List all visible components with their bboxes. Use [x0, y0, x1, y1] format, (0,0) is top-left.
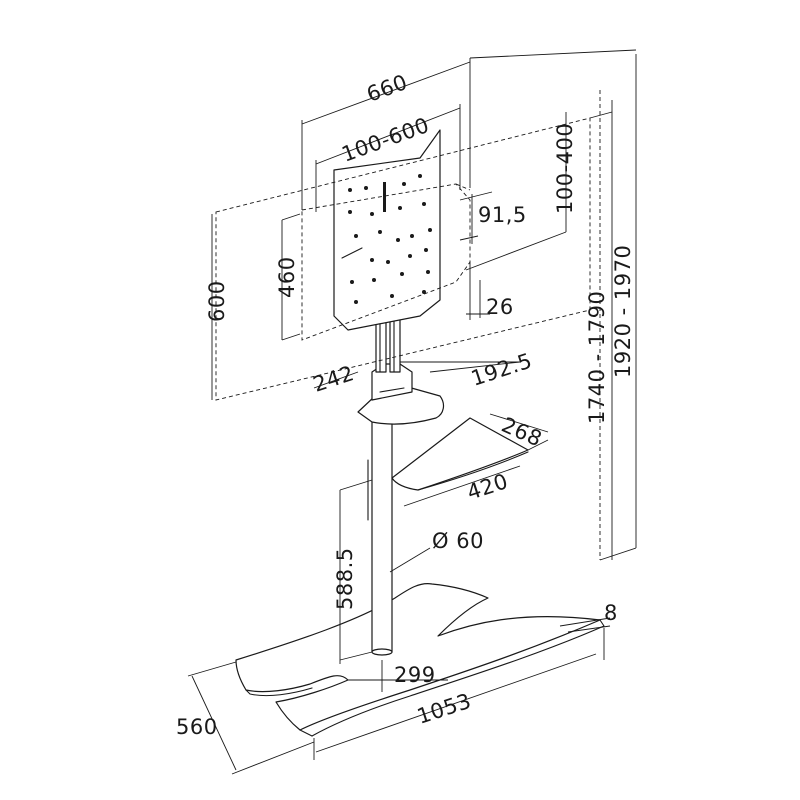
dimension-lines	[187, 49, 637, 775]
label-600: 600	[205, 280, 229, 322]
label-588-5: 588.5	[333, 547, 357, 610]
label-460: 460	[275, 256, 299, 298]
label-100-400: 100-400	[553, 123, 577, 214]
label-1920-1970: 1920 - 1970	[611, 245, 635, 378]
label-299: 299	[394, 663, 436, 687]
label-192-5: 192.5	[468, 349, 535, 391]
label-1053: 1053	[414, 689, 474, 729]
vesa-holes	[348, 174, 432, 304]
label-diameter-60: Ø 60	[432, 529, 484, 553]
label-420: 420	[464, 469, 511, 505]
label-8: 8	[604, 601, 618, 625]
dimension-labels: 660 100-600 100-400 91,5 26 460 600 1740…	[176, 70, 635, 739]
label-26: 26	[486, 295, 514, 319]
label-1740-1790: 1740 - 1790	[585, 291, 609, 424]
label-560: 560	[176, 715, 218, 739]
label-660: 660	[364, 70, 411, 107]
label-242: 242	[310, 361, 357, 397]
base-plate	[235, 583, 605, 737]
label-91-5: 91,5	[478, 203, 527, 227]
vesa-plate	[333, 129, 441, 331]
lower-shelf	[391, 417, 529, 491]
column	[367, 419, 393, 656]
upper-shelf	[357, 363, 445, 425]
